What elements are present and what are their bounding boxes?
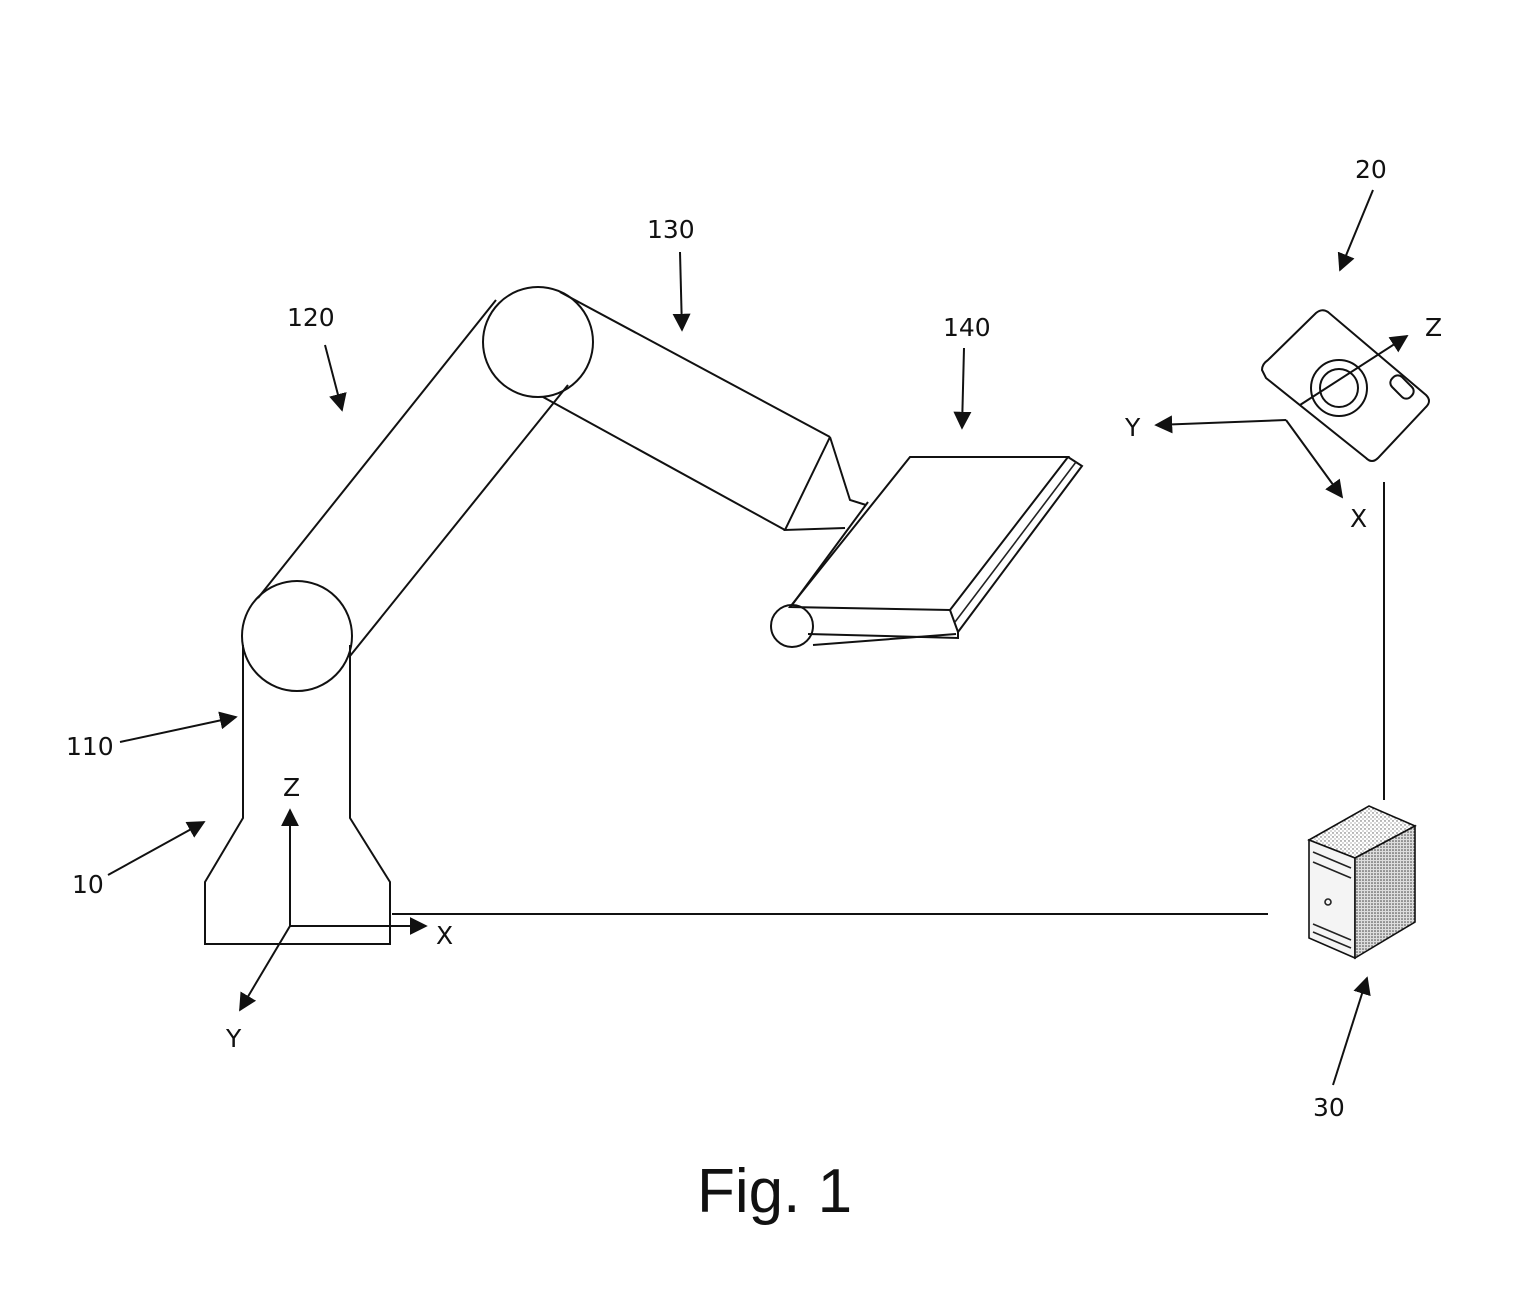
label-140: 140 xyxy=(943,313,991,342)
camera-coordinate-axes: Z Y X xyxy=(1124,313,1442,533)
camera-lens-inner xyxy=(1319,368,1359,408)
label-30: 30 xyxy=(1313,1093,1345,1122)
robot-axis-z-label: Z xyxy=(283,773,300,802)
camera-axis-x-label: X xyxy=(1350,504,1367,533)
robot-axis-x-label: X xyxy=(436,921,453,950)
camera-flash xyxy=(1389,374,1415,400)
upper-arm-edge xyxy=(349,384,569,657)
label-10: 10 xyxy=(72,870,104,899)
computer-tower xyxy=(1307,805,1417,960)
robot-coordinate-axes: Z X Y xyxy=(225,773,453,1053)
forearm-edge xyxy=(542,396,786,531)
figure-caption: Fig. 1 xyxy=(697,1157,852,1226)
forearm-end xyxy=(783,436,867,532)
elbow-joint xyxy=(482,286,594,398)
camera-lens-outer xyxy=(1310,359,1368,417)
label-120: 120 xyxy=(287,303,335,332)
reference-numerals: 110 10 120 130 140 20 30 xyxy=(66,155,1387,1122)
shoulder-joint xyxy=(241,580,353,692)
camera-axis-y-label: Y xyxy=(1124,413,1141,442)
label-110: 110 xyxy=(66,732,114,761)
wrist-roller xyxy=(770,604,814,648)
camera-axis-z-label: Z xyxy=(1425,313,1442,342)
robot-arm xyxy=(204,286,1084,945)
end-effector-plate xyxy=(787,456,1071,612)
forearm-edge xyxy=(559,291,831,438)
computer-side xyxy=(1354,824,1416,960)
robot-axis-y-label: Y xyxy=(225,1024,242,1053)
camera-body xyxy=(1260,309,1430,462)
upper-arm-edge xyxy=(257,299,497,599)
label-20: 20 xyxy=(1355,155,1387,184)
label-130: 130 xyxy=(647,215,695,244)
robot-base xyxy=(204,645,391,945)
camera xyxy=(1260,309,1430,462)
